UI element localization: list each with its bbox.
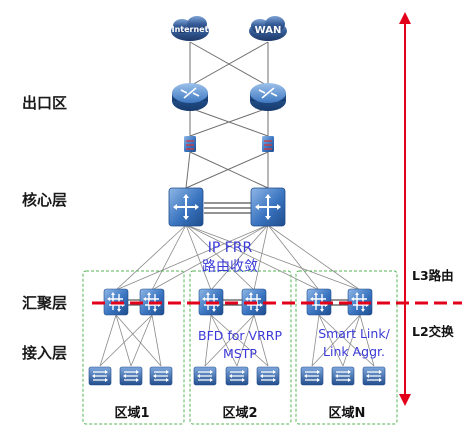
annotation-link-aggr: Link Aggr. [323,344,385,359]
annotation-ip-frr: IP FRR [208,240,253,256]
area-label-1: 区域1 [114,405,149,421]
side-label-l2: L2交换 [412,324,454,339]
access-switch-icon [88,366,112,386]
access-switch-icon [362,366,386,386]
wan-label: WAN [255,25,282,36]
internet-label: Internet [172,25,209,34]
access-switch-icon [256,366,280,386]
core-switch-icon [250,187,286,227]
annotation-route-convergence: 路由收敛 [202,259,258,275]
layer-label-aggregation: 汇聚层 [22,294,67,312]
links [99,41,375,367]
annotation-mstp: MSTP [223,346,257,361]
access-switch-icon [119,366,143,386]
annotation-bfd-for-vrrp: BFD for VRRP [198,328,282,343]
access-switch-icon [300,366,324,386]
side-label-l3: L3路由 [412,268,454,283]
layer-label-access: 接入层 [22,344,67,362]
area-2-box [189,270,292,425]
access-switch-icon [331,366,355,386]
router-icon [172,83,208,111]
area-label-2: 区域2 [222,405,257,421]
firewall-icon [184,136,196,152]
l3-l2-arrow [399,12,411,406]
access-switch-icon [149,366,173,386]
area-1-box [82,270,185,425]
access-switch-icon [225,366,249,386]
layer-label-core: 核心层 [22,191,67,209]
access-switch-icon [193,366,217,386]
annotation-smart-link: Smart Link/ [318,326,390,341]
core-switch-icon [168,187,204,227]
area-label-n: 区域N [329,405,366,421]
firewall-icon [262,136,274,152]
area-n-box [295,270,398,425]
cloud-icon: Internet [171,16,209,41]
layer-label-egress: 出口区 [22,94,67,112]
router-icon [250,83,286,111]
cloud-icon: WAN [249,16,287,41]
areas [82,270,398,425]
